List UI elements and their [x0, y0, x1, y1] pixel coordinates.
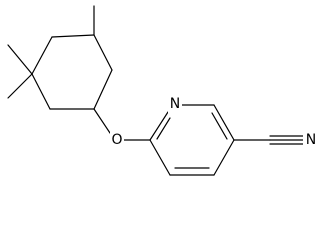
ring-bond-c2-c3 — [93, 34, 113, 71]
pyridine-bond-c6-c5-inner — [211, 112, 228, 140]
pyridine-nitrogen-label: N — [170, 96, 180, 112]
nitrile-group — [233, 135, 304, 145]
ring-bond-c5-c6 — [31, 73, 51, 110]
methyl-bond-gem-upper — [7, 44, 33, 75]
ring-bond-c3-c4 — [93, 69, 113, 110]
ring-bond-c6-c1 — [31, 36, 53, 75]
ring-bond-c1-c2 — [51, 34, 95, 38]
atom-labels: O N N — [110, 96, 319, 149]
pyridine-bond-c3-c2 — [149, 139, 171, 176]
pyridine-bond-c6-c5-outer — [213, 104, 235, 141]
pyridine-ring — [149, 104, 235, 176]
pyridine-bond-c5-c4 — [213, 139, 235, 176]
oxygen-label: O — [111, 132, 122, 148]
pyridine-bond-c2-n1-outer — [149, 111, 169, 141]
bond-ring-to-oxygen — [93, 108, 111, 134]
structure-diagram: O N N — [7, 5, 319, 176]
cyclohexane-ring — [31, 34, 113, 110]
methyl-bond-gem-lower — [7, 73, 33, 99]
methyl-groups — [7, 5, 95, 99]
nitrile-nitrogen-label: N — [306, 132, 316, 148]
pyridine-bond-c2-n1-inner — [156, 117, 171, 140]
ether-linkage — [93, 108, 151, 141]
